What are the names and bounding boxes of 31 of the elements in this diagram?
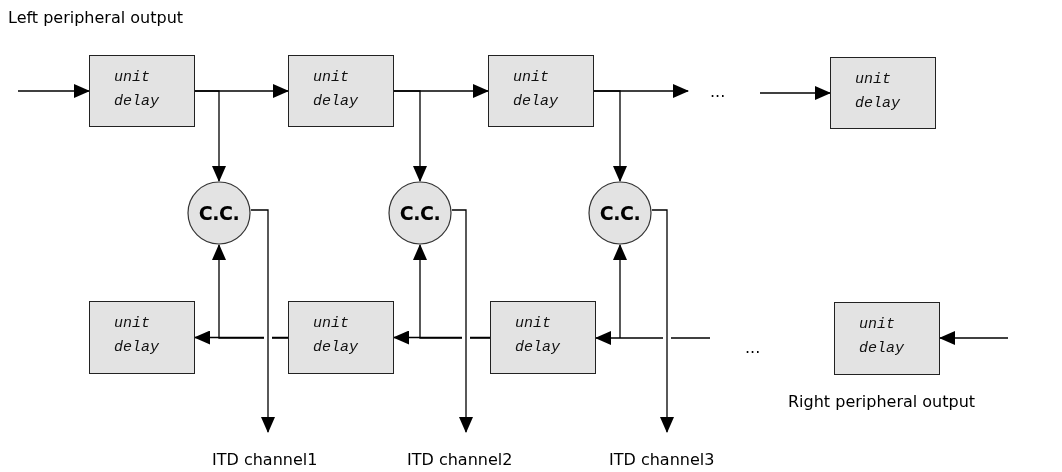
arrow: [451, 209, 473, 433]
arrow: [194, 90, 226, 182]
arrow: [250, 209, 275, 433]
arrow: [593, 90, 627, 182]
arrow: [651, 209, 674, 433]
arrow: [413, 244, 491, 339]
correlator-circle: C.C.: [187, 181, 251, 245]
unit-delay-box: unit delay: [288, 301, 394, 374]
correlator-circle: C.C.: [588, 181, 652, 245]
channel-label: ITD channel2: [407, 450, 513, 469]
signal-label: Right peripheral output: [788, 392, 976, 411]
unit-delay-box: unit delay: [830, 57, 936, 129]
ellipsis: ...: [710, 82, 726, 101]
unit-delay-box: unit delay: [834, 302, 940, 375]
correlator-circle: C.C.: [388, 181, 452, 245]
channel-label: ITD channel1: [212, 450, 318, 469]
arrow: [393, 90, 427, 182]
arrow: [17, 84, 90, 98]
arrow: [759, 86, 831, 100]
signal-label: Left peripheral output: [8, 8, 184, 27]
arrow: [939, 331, 1009, 345]
unit-delay-box: unit delay: [288, 55, 394, 127]
unit-delay-box: unit delay: [89, 55, 195, 127]
arrow: [212, 244, 289, 339]
ellipsis: ...: [745, 338, 761, 357]
channel-label: ITD channel3: [609, 450, 715, 469]
arrow: [613, 244, 627, 339]
unit-delay-box: unit delay: [490, 301, 596, 374]
unit-delay-box: unit delay: [488, 55, 594, 127]
arrow: [595, 331, 711, 345]
unit-delay-box: unit delay: [89, 301, 195, 374]
